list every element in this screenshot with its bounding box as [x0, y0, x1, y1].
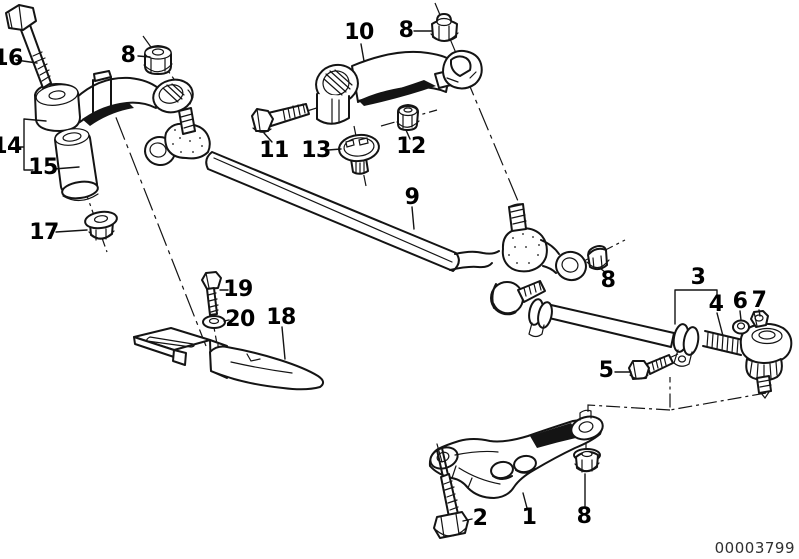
callout-13: 13	[301, 138, 331, 163]
callout-10: 10	[344, 20, 374, 45]
callout-3: 3	[690, 265, 706, 290]
callout-6: 6	[732, 289, 748, 314]
callout-15: 15	[28, 155, 58, 180]
tie-rod-3-drawing	[491, 283, 793, 400]
callout-12: 12	[396, 134, 426, 159]
washer-nut-17-drawing	[84, 210, 118, 241]
callout-19: 19	[223, 277, 253, 302]
pitman-arm-10-drawing	[315, 49, 483, 125]
drawing-number: 00003799	[714, 539, 795, 557]
drag-link-9-drawing	[144, 107, 587, 316]
callout-1: 1	[521, 505, 537, 530]
washer-20-drawing	[202, 315, 226, 329]
nut-8-left-drawing	[143, 45, 173, 75]
callout-20: 20	[225, 307, 255, 332]
nut-12-drawing	[396, 104, 420, 131]
callout-11: 11	[259, 138, 289, 163]
nut-8-bottom-drawing	[573, 448, 601, 473]
nut-7-drawing	[750, 310, 769, 328]
callout-2: 2	[472, 506, 488, 531]
callout-leader-lines	[15, 30, 761, 522]
callout-17: 17	[29, 220, 59, 245]
bolt-5-drawing	[628, 354, 674, 380]
callout-16: 16	[0, 46, 23, 71]
callout-14: 14	[0, 134, 22, 159]
bracket-18-drawing	[133, 327, 324, 391]
bolt-19-drawing	[201, 271, 222, 316]
callout-9: 9	[404, 185, 420, 210]
callout-7: 7	[751, 288, 767, 313]
bolt-16-drawing	[5, 4, 52, 89]
callout-4: 4	[708, 292, 724, 317]
callout-8-bottom: 8	[576, 504, 592, 529]
idler-arm-drawing	[34, 70, 194, 132]
ball-housing-texture	[508, 233, 540, 264]
callout-18: 18	[266, 305, 296, 330]
callout-8-right: 8	[600, 268, 616, 293]
callout-5: 5	[598, 358, 614, 383]
bolt-11-drawing	[251, 103, 310, 133]
nut-8-top-drawing	[430, 13, 459, 42]
bolt-2-drawing	[433, 443, 469, 539]
nut-8-right-drawing	[586, 245, 610, 271]
callout-8-left: 8	[120, 43, 136, 68]
washer-6-drawing	[732, 319, 750, 335]
part-13-drawing	[338, 133, 380, 175]
sleeve-15-drawing	[54, 128, 99, 202]
callout-8-top: 8	[398, 18, 414, 43]
